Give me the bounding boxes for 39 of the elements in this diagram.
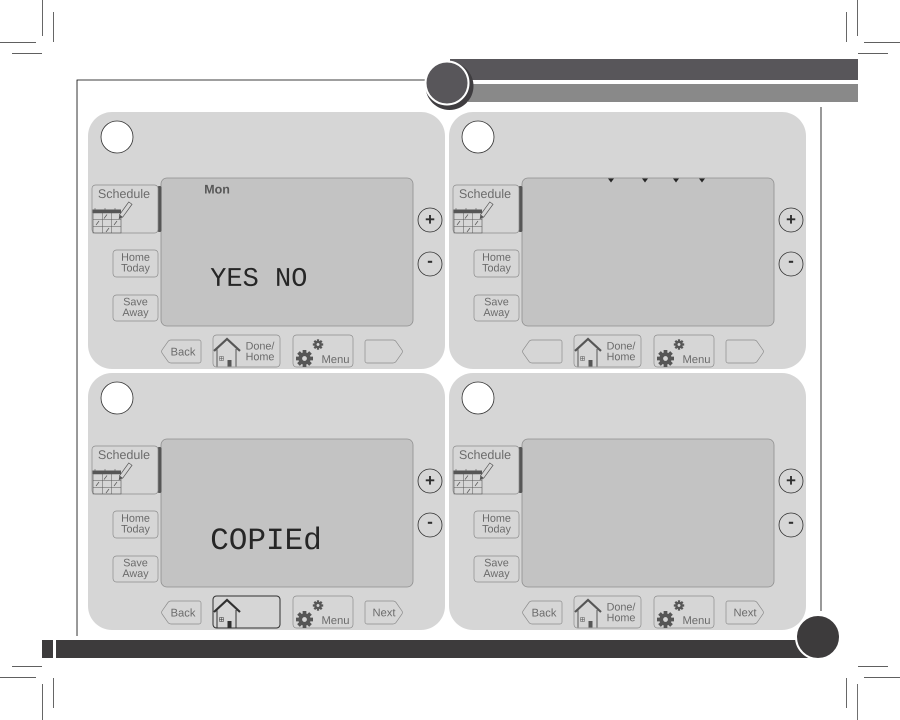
arrow-button bbox=[522, 340, 562, 364]
schedule-button: Schedule bbox=[452, 446, 520, 494]
back-button: Back bbox=[161, 340, 202, 364]
done-home-button: Done/ Home bbox=[574, 334, 642, 368]
save-away-button: Save Away bbox=[474, 294, 520, 322]
minus-button: - bbox=[778, 512, 804, 538]
save-away-button: Save Away bbox=[112, 556, 158, 582]
day-label: Mon bbox=[205, 184, 230, 194]
plus-button: + bbox=[418, 468, 442, 494]
plus-button: + bbox=[418, 208, 442, 232]
blank-circle bbox=[100, 382, 134, 414]
plus-button: + bbox=[778, 468, 804, 494]
lcd-readout: YES NO bbox=[210, 268, 306, 286]
save-away-button: Save Away bbox=[474, 556, 520, 582]
schedule-button: Schedule bbox=[92, 184, 158, 234]
blank-circle bbox=[462, 382, 494, 414]
plus-button: + bbox=[778, 208, 804, 232]
done-home-button: Done/ Home bbox=[574, 596, 642, 628]
next-button: Next bbox=[726, 600, 764, 624]
arrow-button bbox=[726, 340, 764, 364]
home-today-button: Home Today bbox=[474, 510, 520, 538]
blank-circle bbox=[462, 120, 494, 154]
minus-button: - bbox=[778, 252, 804, 276]
home-today-button: Home Today bbox=[474, 250, 520, 278]
schedule-button: Schedule bbox=[452, 184, 520, 234]
lcd-screen bbox=[522, 438, 774, 588]
home-today-button: Home Today bbox=[112, 250, 158, 278]
blank-circle bbox=[100, 120, 134, 154]
back-button: Back bbox=[522, 600, 562, 624]
minus-button: - bbox=[418, 512, 442, 538]
next-button: Next bbox=[364, 600, 403, 624]
arrow-button bbox=[364, 340, 403, 364]
schedule-button: Schedule bbox=[92, 446, 158, 494]
done-home-button: Done/ Home bbox=[212, 334, 280, 368]
lcd-readout: COPIEd bbox=[212, 526, 320, 550]
minus-button: - bbox=[418, 252, 442, 276]
back-button: Back bbox=[161, 600, 202, 624]
save-away-button: Save Away bbox=[112, 294, 158, 322]
home-today-button: Home Today bbox=[112, 510, 158, 538]
